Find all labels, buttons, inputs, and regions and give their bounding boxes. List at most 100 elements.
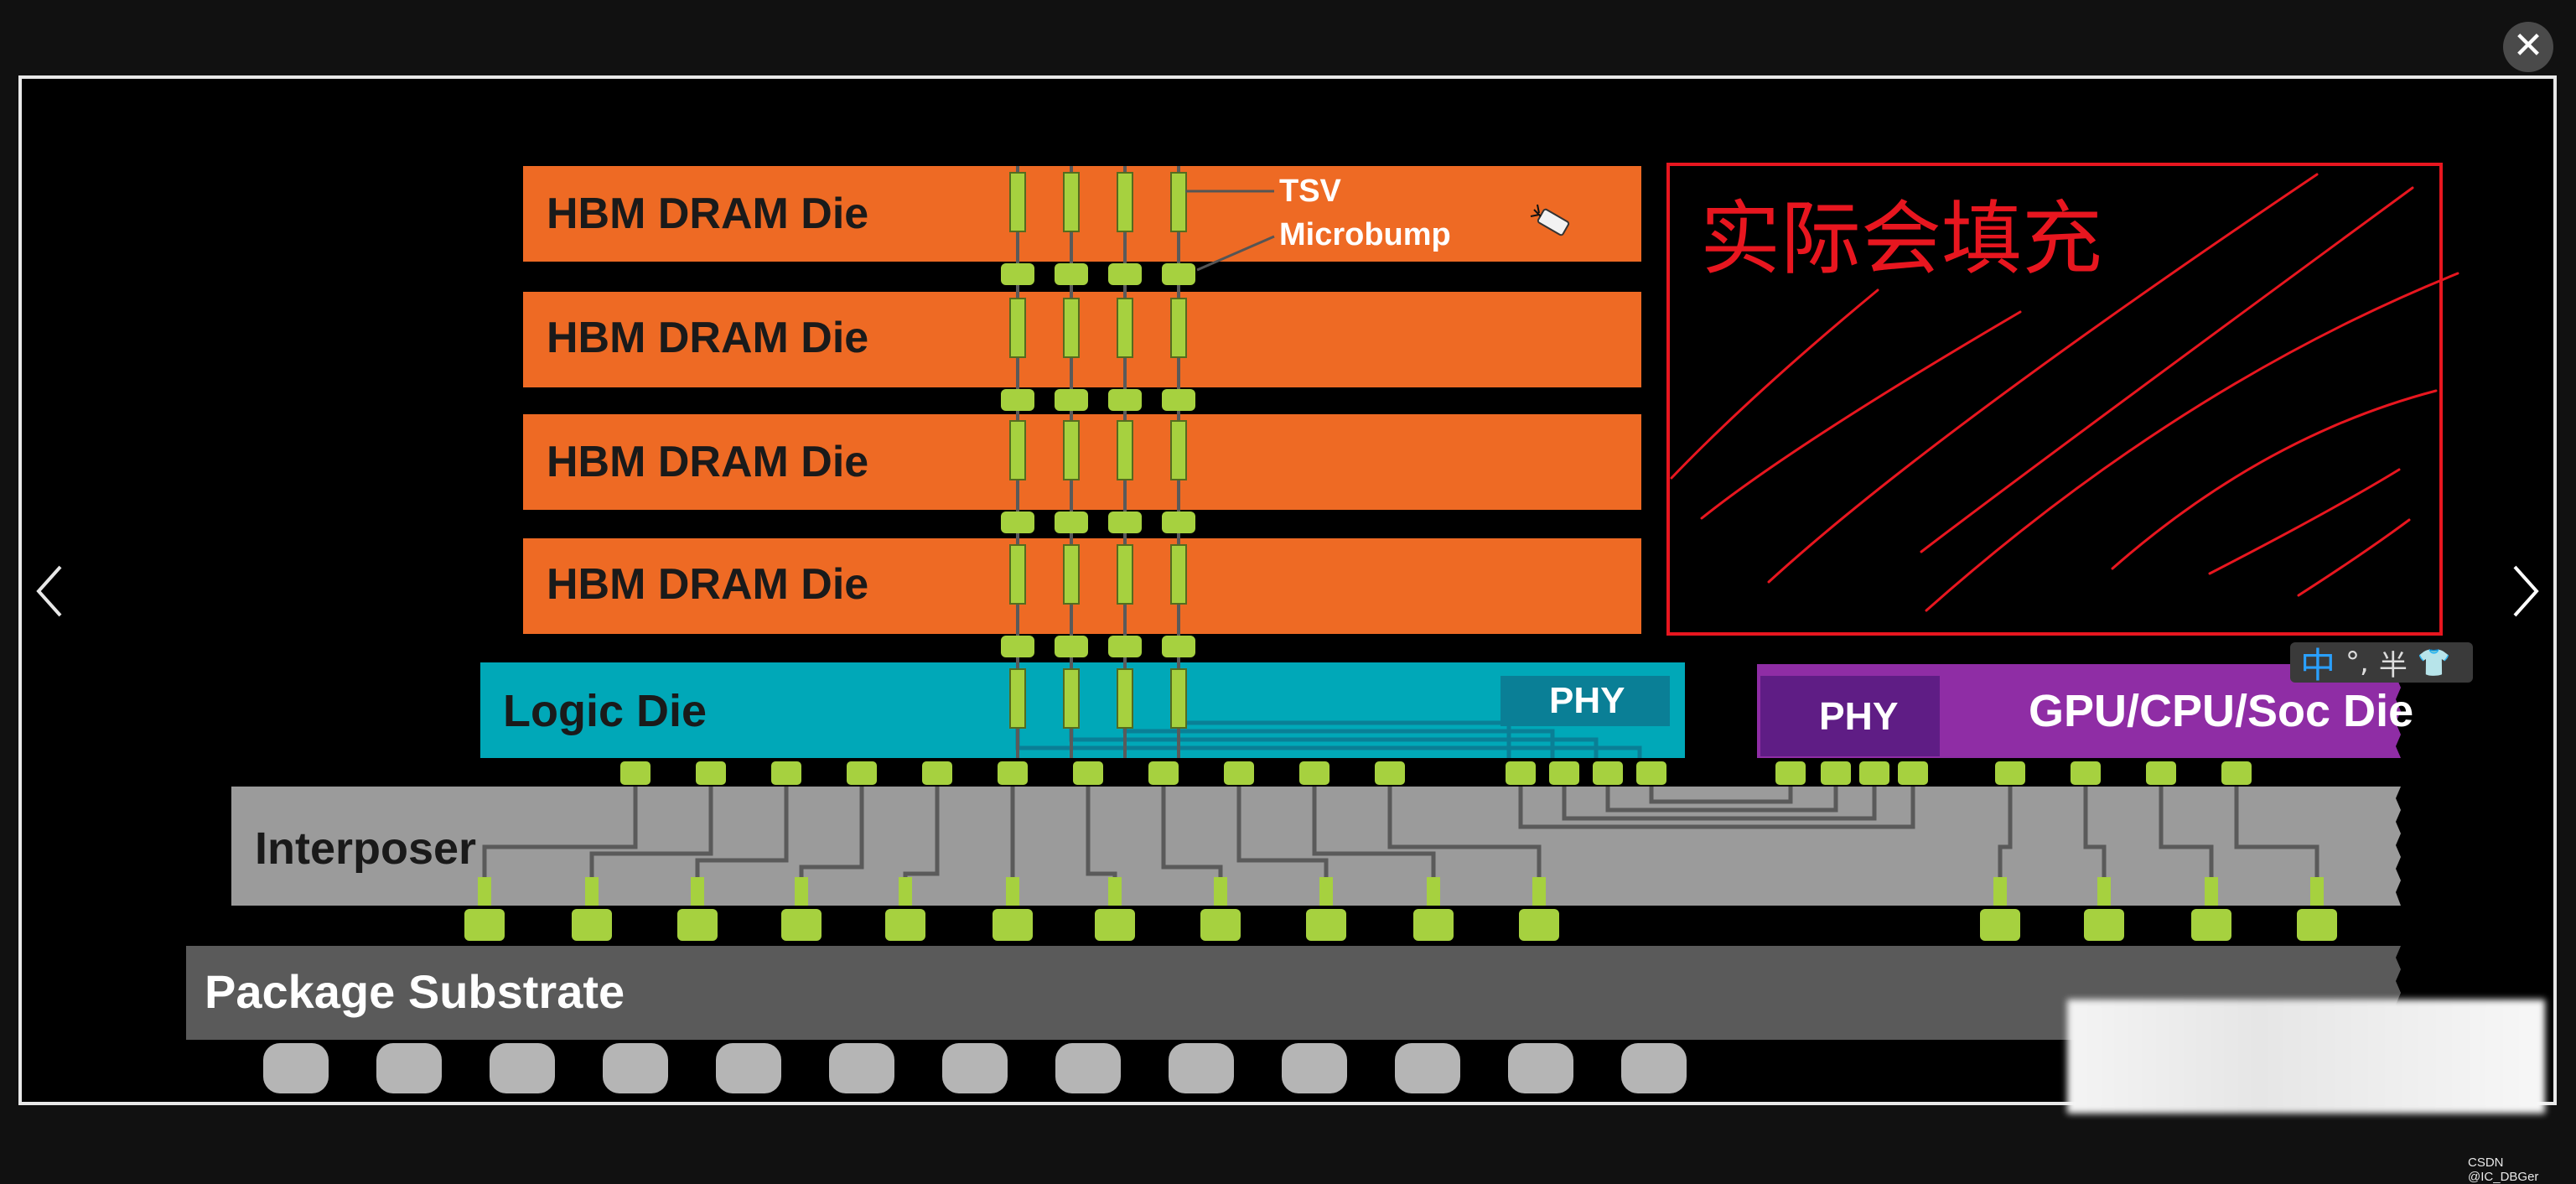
tsv xyxy=(1063,420,1080,480)
microbump xyxy=(1299,761,1329,785)
tsv xyxy=(1170,544,1187,605)
microbump xyxy=(620,761,650,785)
c4-bump xyxy=(1519,909,1559,941)
microbump xyxy=(1319,877,1333,906)
microbump xyxy=(1375,761,1405,785)
microbump xyxy=(1162,636,1195,657)
microbump xyxy=(1108,877,1122,906)
tsv xyxy=(1117,420,1133,480)
microbump xyxy=(1898,761,1928,785)
c4-bump xyxy=(2191,909,2231,941)
ime-toolbar[interactable]: 中 °, 半 👕 xyxy=(2290,642,2473,686)
ime-punctuation-toggle[interactable]: °, xyxy=(2345,646,2369,679)
tsv xyxy=(1063,544,1080,605)
microbump xyxy=(1162,389,1195,411)
tsv xyxy=(1009,668,1026,729)
solder-ball xyxy=(1055,1043,1121,1093)
previous-image-arrow[interactable] xyxy=(30,562,70,621)
microbump xyxy=(1108,263,1142,285)
microbump xyxy=(1821,761,1851,785)
microbump xyxy=(1593,761,1623,785)
interposer-label: Interposer xyxy=(255,823,476,874)
tsv xyxy=(1117,668,1133,729)
microbump xyxy=(1108,512,1142,533)
footer-credit: CSDN @IC_DBGer xyxy=(2468,1155,2539,1184)
next-image-arrow[interactable] xyxy=(2505,562,2545,621)
solder-ball xyxy=(1508,1043,1573,1093)
solder-ball xyxy=(1621,1043,1687,1093)
solder-ball xyxy=(490,1043,555,1093)
microbump xyxy=(1001,636,1034,657)
microbump xyxy=(2071,761,2101,785)
c4-bump xyxy=(1413,909,1454,941)
microbump xyxy=(1427,877,1440,906)
microbump xyxy=(899,877,912,906)
microbump xyxy=(1549,761,1579,785)
tsv xyxy=(1117,172,1133,232)
hbm-dram-die-1-label: HBM DRAM Die xyxy=(547,190,868,238)
microbump xyxy=(1108,389,1142,411)
microbump xyxy=(1055,512,1088,533)
microbump xyxy=(1859,761,1889,785)
microbump xyxy=(1001,263,1034,285)
microbump-callout-line xyxy=(1196,235,1275,272)
ime-skin-icon[interactable]: 👕 xyxy=(2417,647,2451,678)
c4-bump xyxy=(781,909,822,941)
close-button[interactable]: ✕ xyxy=(2503,22,2553,72)
tsv xyxy=(1170,172,1187,232)
microbump xyxy=(1006,877,1019,906)
hbm-dram-die-3 xyxy=(523,414,1641,510)
microbump xyxy=(1214,877,1227,906)
tsv xyxy=(1170,668,1187,729)
hbm-dram-die-2 xyxy=(523,292,1641,387)
tsv xyxy=(1170,298,1187,358)
solder-ball xyxy=(942,1043,1008,1093)
tsv-group xyxy=(1009,172,1187,729)
package-substrate xyxy=(186,946,2401,1040)
c4-bump xyxy=(993,909,1033,941)
c4-bump xyxy=(2084,909,2124,941)
tsv xyxy=(1009,172,1026,232)
solder-ball xyxy=(1169,1043,1234,1093)
microbump xyxy=(1073,761,1103,785)
solder-ball xyxy=(829,1043,894,1093)
solder-ball xyxy=(1282,1043,1347,1093)
microbump xyxy=(1055,389,1088,411)
tsv xyxy=(1063,172,1080,232)
microbump xyxy=(478,877,491,906)
solder-ball xyxy=(603,1043,668,1093)
c4-bump xyxy=(1306,909,1346,941)
ime-language-toggle[interactable]: 中 xyxy=(2300,644,2336,686)
microbump xyxy=(1993,877,2007,906)
annotation-text: 实际会填充 xyxy=(1700,192,2102,286)
microbump xyxy=(1995,761,2025,785)
eraser-cursor-icon xyxy=(1530,204,1570,236)
c4-bump xyxy=(1095,909,1135,941)
microbump xyxy=(1148,761,1179,785)
hbm-dram-die-1 xyxy=(523,166,1641,262)
microbump xyxy=(1001,389,1034,411)
microbump xyxy=(2146,761,2176,785)
c4-bump xyxy=(1200,909,1241,941)
microbump xyxy=(1055,636,1088,657)
ime-width-toggle[interactable]: 半 xyxy=(2378,648,2408,683)
hbm-dram-die-4-label: HBM DRAM Die xyxy=(547,560,868,609)
microbump-label: Microbump xyxy=(1279,217,1451,252)
microbump xyxy=(771,761,801,785)
tsv-label: TSV xyxy=(1279,174,1342,209)
tsv xyxy=(1009,544,1026,605)
c4-bump xyxy=(885,909,925,941)
microbump xyxy=(2221,761,2252,785)
tsv xyxy=(1117,544,1133,605)
microbump xyxy=(2097,877,2111,906)
microbump-group xyxy=(464,263,2337,941)
logic-phy-label: PHY xyxy=(1549,680,1625,721)
hbm-dram-die-3-label: HBM DRAM Die xyxy=(547,438,868,486)
c4-bump xyxy=(677,909,718,941)
gpu-phy-label: PHY xyxy=(1819,694,1899,738)
microbump xyxy=(1055,263,1088,285)
logic-die-label: Logic Die xyxy=(503,686,707,736)
logic-die xyxy=(480,662,1685,758)
microbump xyxy=(1162,512,1195,533)
microbump xyxy=(1506,761,1536,785)
